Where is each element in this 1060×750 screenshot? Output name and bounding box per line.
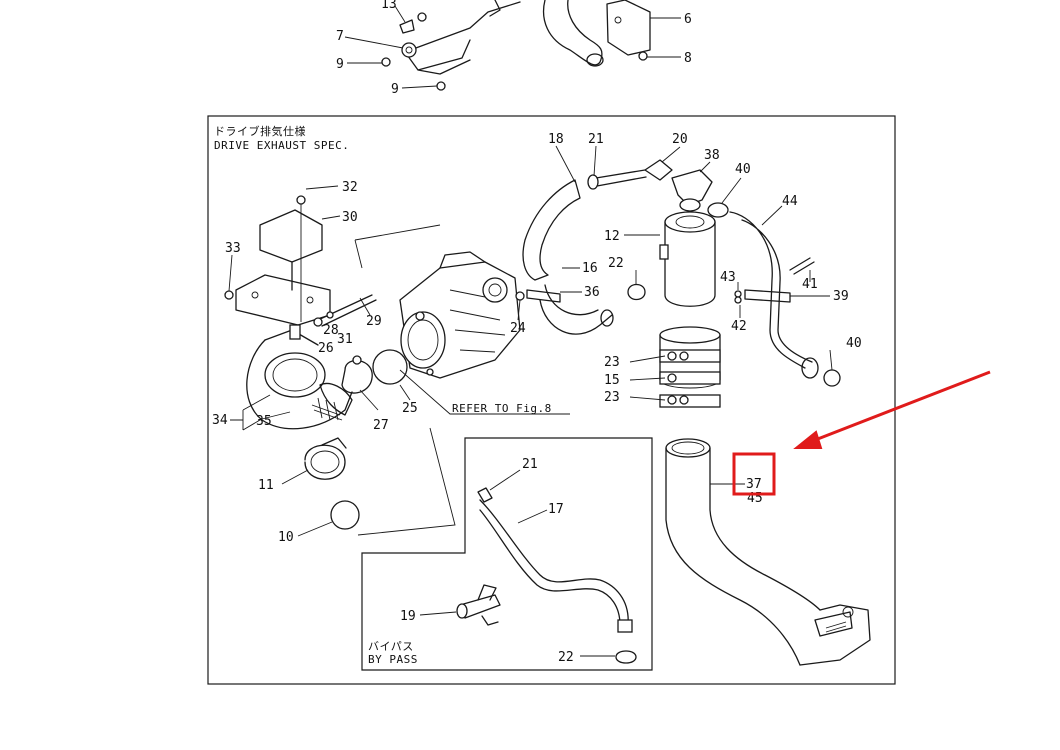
- clamp-stack: [659, 326, 721, 408]
- bracket-assembly-left: [224, 195, 331, 326]
- label-30: 30: [342, 210, 358, 225]
- label-22: 22: [558, 650, 574, 665]
- label-26: 26: [318, 341, 334, 356]
- pipe-37: [665, 438, 871, 666]
- label-6: 6: [684, 12, 692, 27]
- label-17: 17: [548, 502, 564, 517]
- bypass-pipe: [479, 499, 629, 626]
- bypass-clamp: [615, 650, 637, 664]
- label-36: 36: [584, 285, 600, 300]
- label-37: 37: [746, 477, 762, 492]
- label-7: 7: [336, 29, 344, 44]
- hose-18: [522, 179, 581, 281]
- label-18: 18: [548, 132, 564, 147]
- bypass-frame: [361, 437, 653, 671]
- tube-21: [595, 169, 647, 187]
- label-31: 31: [337, 332, 353, 347]
- tee-fitting: [671, 169, 713, 206]
- main-caption-en: DRIVE EXHAUST SPEC.: [214, 139, 349, 152]
- elbow-fitting: [644, 159, 673, 181]
- label-24: 24: [510, 321, 526, 336]
- exhaust-elbow: [246, 324, 353, 430]
- label-40: 40: [735, 162, 751, 177]
- label-40: 40: [846, 336, 862, 351]
- label-13: 13: [381, 0, 397, 12]
- clamp-band: [341, 359, 373, 394]
- hose-44: [729, 211, 813, 369]
- muffler: [659, 211, 716, 307]
- label-38: 38: [704, 148, 720, 163]
- label-41: 41: [802, 277, 818, 292]
- label-21: 21: [588, 132, 604, 147]
- label-9: 9: [336, 57, 344, 72]
- label-35: 35: [256, 414, 272, 429]
- highlight-arrow: [793, 370, 991, 449]
- gasket-ring: [372, 349, 408, 385]
- leader-lines: [228, 5, 833, 657]
- label-29: 29: [366, 314, 382, 329]
- label-23: 23: [604, 390, 620, 405]
- label-39: 39: [833, 289, 849, 304]
- bypass-caption-en: BY PASS: [368, 653, 418, 666]
- label-16: 16: [582, 261, 598, 276]
- part-labels: 13 7 9 9 6 8 18 21 20 38 40 44 32 30 33 …: [212, 0, 862, 665]
- label-11: 11: [258, 478, 274, 493]
- label-32: 32: [342, 180, 358, 195]
- label-22: 22: [608, 256, 624, 271]
- label-34: 34: [212, 413, 228, 428]
- label-28: 28: [323, 323, 339, 338]
- hose-clamp: [627, 283, 646, 301]
- label-12: 12: [604, 229, 620, 244]
- label-19: 19: [400, 609, 416, 624]
- label-8: 8: [684, 51, 692, 66]
- highlight-box: [732, 452, 776, 496]
- turbocharger: [399, 251, 521, 379]
- label-27: 27: [373, 418, 389, 433]
- label-25: 25: [402, 401, 418, 416]
- label-44: 44: [782, 194, 798, 209]
- bypass-caption-jp: バイパス: [368, 640, 414, 653]
- label-21: 21: [522, 457, 538, 472]
- label-10: 10: [278, 530, 294, 545]
- label-9: 9: [391, 82, 399, 97]
- top-bracket-assembly: [381, 0, 651, 91]
- label-42: 42: [731, 319, 747, 334]
- label-43: 43: [720, 270, 736, 285]
- label-33: 33: [225, 241, 241, 256]
- v-band-clamp: [304, 444, 346, 480]
- label-23: 23: [604, 355, 620, 370]
- label-20: 20: [672, 132, 688, 147]
- o-ring: [330, 500, 360, 530]
- refer-note: REFER TO Fig.8: [452, 402, 552, 415]
- main-caption-jp: ドライブ排気仕様: [214, 124, 306, 138]
- main-frame: [207, 115, 896, 685]
- label-15: 15: [604, 373, 620, 388]
